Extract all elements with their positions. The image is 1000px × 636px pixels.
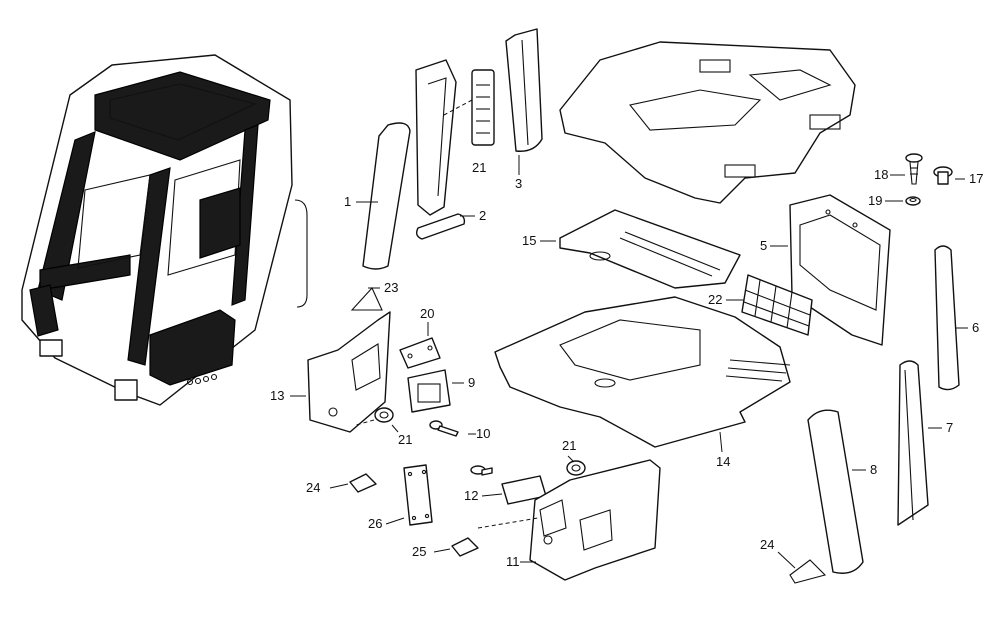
callout-22: 21 <box>472 160 486 175</box>
callout-14: 14 <box>716 454 730 469</box>
callout-17: 17 <box>969 171 983 186</box>
callout-20: 20 <box>420 306 434 321</box>
callout-24-right: 24 <box>760 537 774 552</box>
part-25-pad-upper <box>349 473 377 493</box>
callout-15: 15 <box>522 233 536 248</box>
part-26-cover-plate <box>403 464 433 526</box>
cab-assembly <box>21 54 308 406</box>
callout-2: 2 <box>479 208 486 223</box>
part-13-side-panel-left <box>307 311 391 433</box>
part-21-grommet-left <box>355 407 394 426</box>
part-7-door-trim <box>897 360 929 526</box>
callout-5: 5 <box>760 238 767 253</box>
callout-26: 26 <box>368 516 382 531</box>
callout-23: 22 <box>708 292 722 307</box>
part-6-corner-trim <box>934 245 960 391</box>
callout-12: 12 <box>464 488 478 503</box>
callout-6: 6 <box>972 320 979 335</box>
callout-13: 13 <box>270 388 284 403</box>
callout-21-left: 21 <box>398 432 412 447</box>
part-9-side-panel-right <box>477 459 661 581</box>
callout-19: 19 <box>868 193 882 208</box>
callout-10: 9 <box>468 375 475 390</box>
callout-8: 8 <box>870 462 877 477</box>
part-19-washer <box>905 196 921 206</box>
callout-9: 11 <box>506 554 520 569</box>
callout-7: 7 <box>946 420 953 435</box>
headliner-panel <box>559 41 856 204</box>
callout-25-lower: 25 <box>412 544 426 559</box>
part-22-vent-grille <box>443 69 495 146</box>
part-2-pillar-handle <box>415 59 466 240</box>
part-20-bracket-plate <box>399 337 441 369</box>
part-21-grommet-right <box>566 460 586 476</box>
callout-21-right: 21 <box>562 438 576 453</box>
part-17-plug <box>933 166 953 185</box>
callout-24-left: 23 <box>384 280 398 295</box>
callout-11: 10 <box>476 426 490 441</box>
part-15-floor-mat <box>559 209 741 289</box>
part-24-gasket-left <box>350 287 383 311</box>
callout-25-upper: 24 <box>306 480 320 495</box>
part-10-vent-cover <box>407 369 451 413</box>
part-11-bolt <box>429 420 493 476</box>
callout-3: 3 <box>515 176 522 191</box>
callout-1: 1 <box>344 194 351 209</box>
part-8-pillar-trim <box>807 409 864 574</box>
part-18-screw <box>905 153 923 185</box>
part-24-gasket-right <box>789 559 827 584</box>
part-25-pad-lower <box>451 537 479 557</box>
part-1-pillar-trim <box>362 122 411 270</box>
callout-18: 18 <box>874 167 888 182</box>
part-14-floor-mat <box>494 296 791 448</box>
part-3-pillar-cover <box>505 28 543 152</box>
